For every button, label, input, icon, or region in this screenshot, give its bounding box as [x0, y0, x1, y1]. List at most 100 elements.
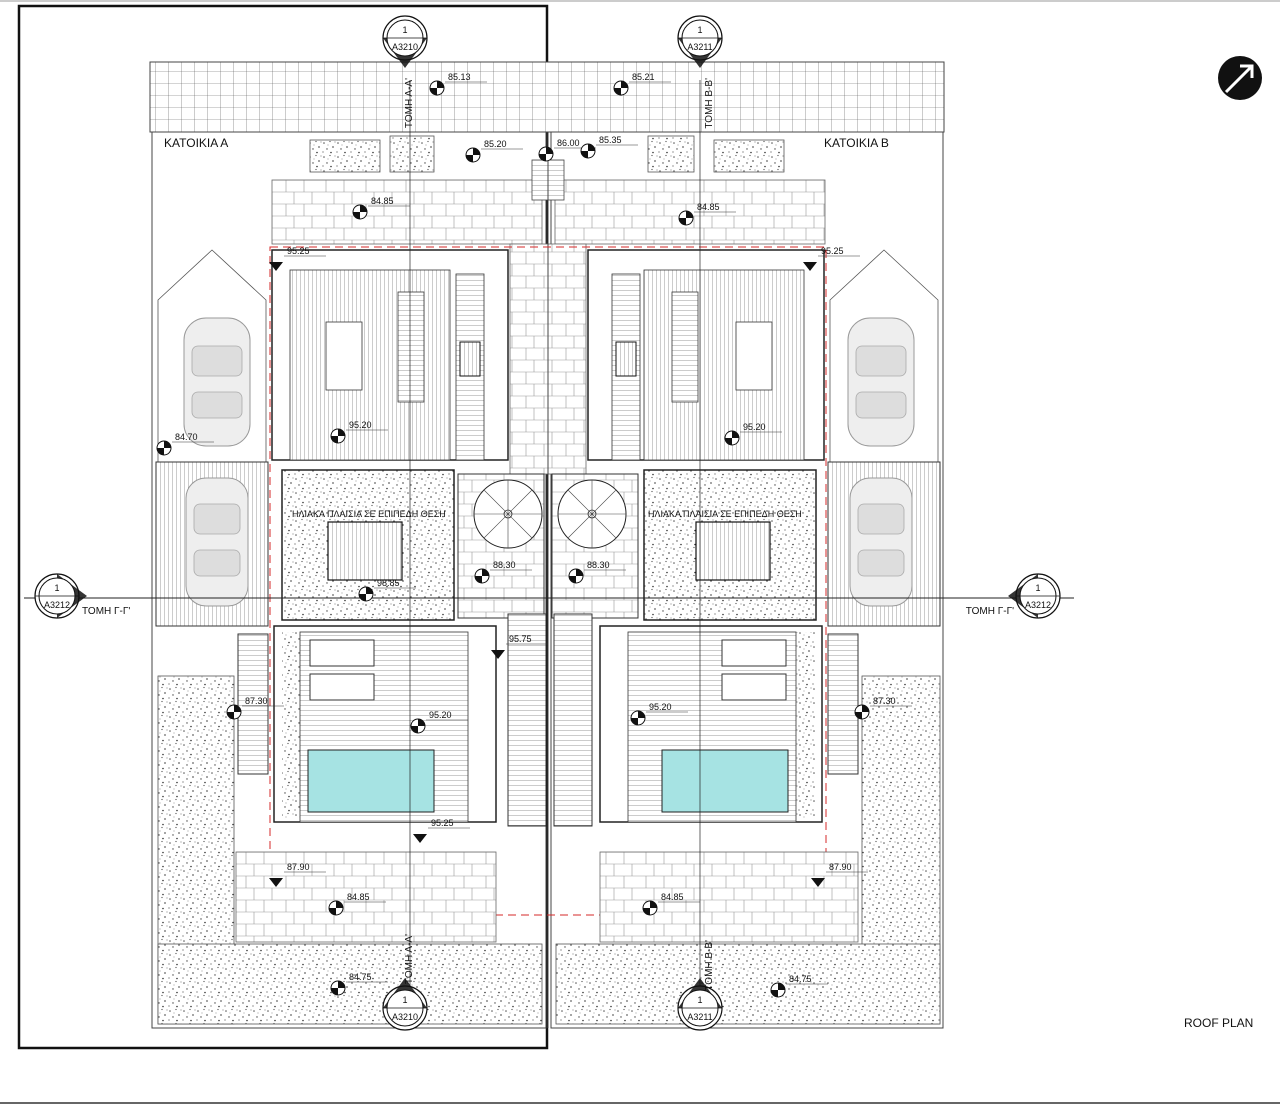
elevation-value: 88.30 — [587, 560, 610, 570]
top-paving-grid — [149, 61, 945, 133]
elevation-value: 95.25 — [821, 246, 844, 256]
elevation-value: 84.85 — [371, 196, 394, 206]
section-sheet: A3212 — [44, 600, 70, 610]
elevation-value: 95.75 — [509, 634, 532, 644]
paving-north-a — [271, 179, 543, 245]
elevation-marker: 87.30 — [854, 696, 912, 720]
elevation-marker: 98.85 — [358, 578, 416, 602]
elevation-marker: 85.21 — [613, 72, 671, 96]
elevation-marker: 87.90 — [269, 862, 326, 887]
section-number: 1 — [402, 25, 407, 35]
elevation-value: 95.20 — [649, 702, 672, 712]
house-a-label: ΚΑΤΟΙΚΙΑ Α — [164, 136, 228, 150]
elevation-value: 87.30 — [245, 696, 268, 706]
elevation-marker: 85.20 — [465, 139, 523, 163]
section-label: ΤΟΜΗ Γ-Γ' — [966, 606, 1014, 617]
elevation-marker: 95.20 — [330, 420, 388, 444]
house-a-frame — [17, 4, 549, 1050]
drawing-title: ROOF PLAN — [1184, 1016, 1253, 1030]
section-sheet: A3212 — [1025, 600, 1051, 610]
section-sheet: A3210 — [392, 42, 418, 52]
paving-south-b — [599, 851, 859, 943]
section-number: 1 — [54, 583, 59, 593]
planter-a2 — [389, 135, 435, 173]
car-icon — [185, 477, 249, 607]
section-label: ΤΟΜΗ Α-Α' — [404, 78, 415, 128]
elevation-marker: 95.25 — [413, 818, 470, 843]
section-number: 1 — [402, 995, 407, 1005]
site-boundary-b — [550, 131, 944, 1029]
elevation-value: 85.20 — [484, 139, 507, 149]
section-sheet: A3210 — [392, 1012, 418, 1022]
site-boundary-a — [151, 131, 547, 1029]
pool-b — [661, 749, 789, 813]
paving-south-a — [235, 851, 497, 943]
elevation-value: 95.25 — [431, 818, 454, 828]
planter-b2 — [713, 139, 785, 173]
solar-panels-label-a: ΗΛΙΑΚΑ ΠΛΑΙΣΙΑ ΣΕ ΕΠΙΠΕΔΗ ΘΕΣΗ — [292, 509, 446, 519]
carport-roof-a — [157, 249, 267, 463]
house-b-label: ΚΑΤΟΙΚΙΑ Β — [824, 136, 889, 150]
section-label: ΤΟΜΗ Β-Β' — [704, 940, 715, 991]
elevation-value: 88.30 — [493, 560, 516, 570]
elevation-value: 84.70 — [175, 432, 198, 442]
elevation-marker: 95.20 — [724, 422, 782, 446]
elevation-value: 87.30 — [873, 696, 896, 706]
section-sheet: A3211 — [687, 1012, 712, 1022]
elevation-value: 85.13 — [448, 72, 471, 82]
section-label: ΤΟΜΗ Β-Β' — [704, 78, 715, 129]
elevation-value: 84.85 — [661, 892, 684, 902]
elevation-marker: 88.30 — [568, 560, 626, 584]
side-steps-b — [827, 633, 859, 775]
solar-panels-label-b: ΗΛΙΑΚΑ ΠΛΑΙΣΙΑ ΣΕ ΕΠΙΠΕΔΗ ΘΕΣΗ — [648, 509, 802, 519]
elevation-marker: 85.35 — [580, 135, 638, 159]
elevation-value: 87.90 — [829, 862, 852, 872]
elevation-marker: 95.25 — [803, 246, 860, 271]
elevation-marker: 84.85 — [678, 202, 736, 226]
section-number: 1 — [1035, 583, 1040, 593]
elevation-marker: 95.25 — [269, 246, 326, 271]
elevation-marker: 88.30 — [474, 560, 532, 584]
elevation-value: 84.85 — [347, 892, 370, 902]
elevation-value: 98.85 — [377, 578, 400, 588]
central-stair-a — [507, 613, 547, 827]
car-icon — [847, 317, 915, 447]
elevation-marker: 95.20 — [630, 702, 688, 726]
elevation-value: 95.20 — [349, 420, 372, 430]
elevation-marker: 85.13 — [429, 72, 487, 96]
elevation-marker: 84.85 — [642, 892, 700, 916]
pool-a — [307, 749, 435, 813]
elevation-value: 95.20 — [743, 422, 766, 432]
carport-roof-b — [829, 249, 939, 463]
elevation-marker: 95.75 — [491, 634, 548, 659]
section-label: ΤΟΜΗ Α-Α' — [404, 934, 415, 984]
section-label: ΤΟΜΗ Γ-Γ' — [82, 606, 130, 617]
elevation-marker: 87.90 — [811, 862, 868, 887]
side-steps-a — [237, 633, 269, 775]
section-number: 1 — [697, 25, 702, 35]
elevation-marker: 84.70 — [156, 432, 214, 456]
car-icon — [183, 317, 251, 447]
elevation-value: 87.90 — [287, 862, 310, 872]
central-stair-b — [553, 613, 593, 827]
section-sheet: A3211 — [687, 42, 712, 52]
planter-a1 — [309, 139, 381, 173]
elevation-value: 85.21 — [632, 72, 655, 82]
elevation-marker: 95.20 — [410, 710, 468, 734]
section-number: 1 — [697, 995, 702, 1005]
planter-b1 — [647, 135, 695, 173]
elevation-value: 84.75 — [349, 972, 372, 982]
elevation-marker: 87.30 — [226, 696, 284, 720]
elevation-value: 95.20 — [429, 710, 452, 720]
north-arrow-icon — [1218, 56, 1262, 100]
elevation-value: 85.35 — [599, 135, 622, 145]
elevation-value: 86.00 — [557, 138, 580, 148]
elevation-marker: 84.85 — [352, 196, 410, 220]
